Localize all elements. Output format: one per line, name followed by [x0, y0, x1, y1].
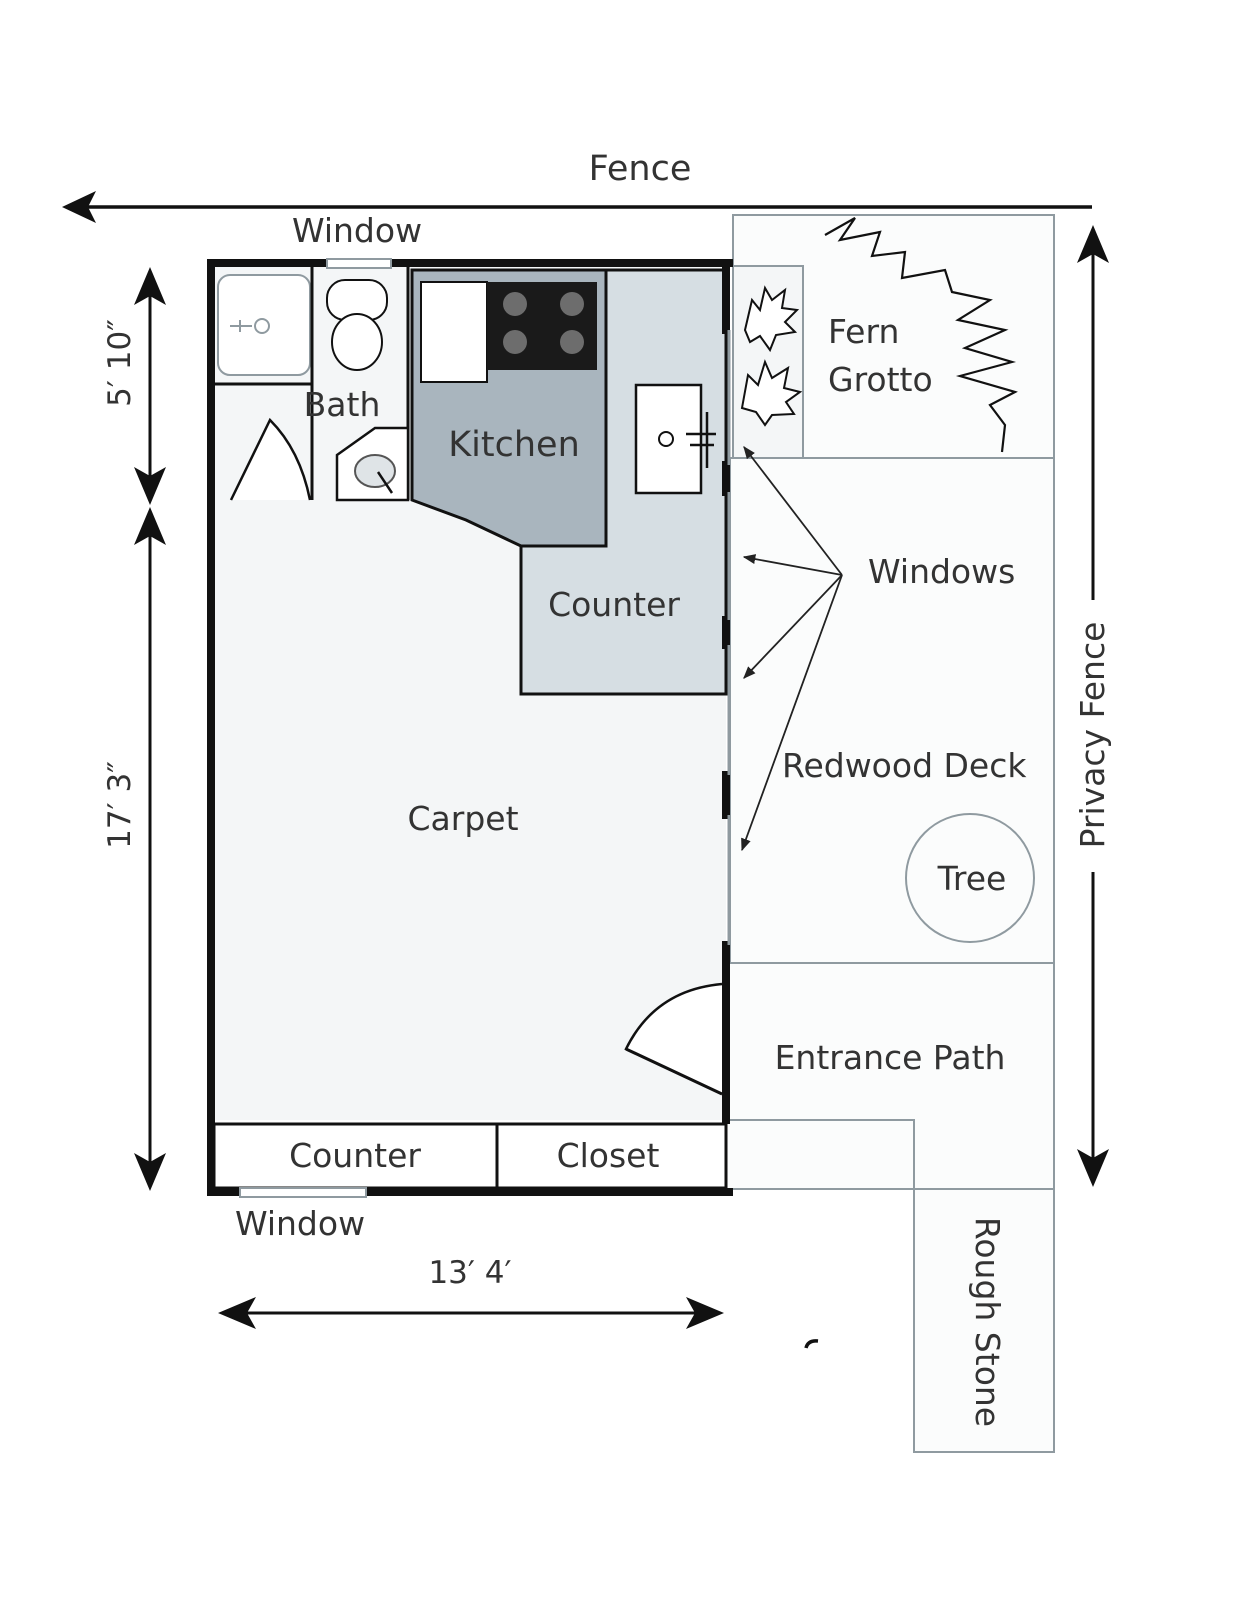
- fence-label: Fence: [589, 149, 692, 189]
- fern-planter: [732, 265, 804, 459]
- stove-icon: [487, 282, 597, 370]
- top-window: [326, 258, 392, 269]
- entry-door: [624, 982, 723, 1096]
- rough-stone-area: [913, 1188, 1055, 1453]
- grotto-foliage-line: [824, 217, 1018, 453]
- bath-label: Bath: [304, 385, 381, 424]
- closet-label: Closet: [557, 1136, 660, 1175]
- kitchen-sink: [634, 383, 716, 495]
- tub-faucet-icon: [230, 320, 252, 332]
- entrance-path-label: Entrance Path: [775, 1038, 1006, 1077]
- kitchen-label: Kitchen: [448, 425, 580, 465]
- bottom-window: [239, 1187, 367, 1198]
- fern-label-line2: Grotto: [828, 360, 933, 399]
- windows-label: Windows: [868, 552, 1015, 591]
- tree-symbol: [905, 813, 1035, 943]
- dimension-lower-arrow: [134, 507, 166, 1191]
- counter-upper-label: Counter: [548, 585, 680, 624]
- counter-lower-label: Counter: [289, 1136, 421, 1175]
- tub-drain-icon: [254, 318, 270, 334]
- width-dimension-label: 13′ 4′: [428, 1255, 511, 1291]
- privacy-fence-label: Privacy Fence: [1073, 622, 1112, 849]
- toilet-bowl: [331, 313, 383, 371]
- dimension-width-arrow: [218, 1297, 724, 1329]
- lower-height-dimension-label: 17′ 3″: [102, 761, 138, 849]
- stove-burners: [503, 292, 584, 354]
- window-pointer-arrows: [741, 445, 843, 852]
- sink-drain-icon: [658, 431, 674, 447]
- window-bottom-label: Window: [235, 1204, 365, 1243]
- privacy-fence-arrow: [1077, 225, 1109, 1187]
- bath-sink: [335, 426, 410, 502]
- rough-stone-label: Rough Stone: [968, 1217, 1007, 1427]
- scan-mark: [804, 1339, 819, 1349]
- fern-leaf-icon: [740, 285, 803, 427]
- carpet-label: Carpet: [407, 799, 518, 838]
- entrance-path-lower-area: [725, 1119, 915, 1190]
- redwood-deck-label: Redwood Deck: [782, 746, 1027, 785]
- tree-label: Tree: [937, 859, 1007, 898]
- bath-fixtures: [217, 274, 388, 376]
- refrigerator: [420, 281, 488, 383]
- dimension-upper-arrow: [134, 267, 166, 505]
- shower-door-swing: [229, 417, 312, 501]
- upper-height-dimension-label: 5′ 10″: [102, 319, 138, 407]
- window-top-label: Window: [292, 211, 422, 250]
- fence-line: [62, 191, 1092, 223]
- sink-faucet-icon: [686, 412, 716, 468]
- bathtub: [217, 274, 311, 376]
- fern-label-line1: Fern: [828, 312, 899, 351]
